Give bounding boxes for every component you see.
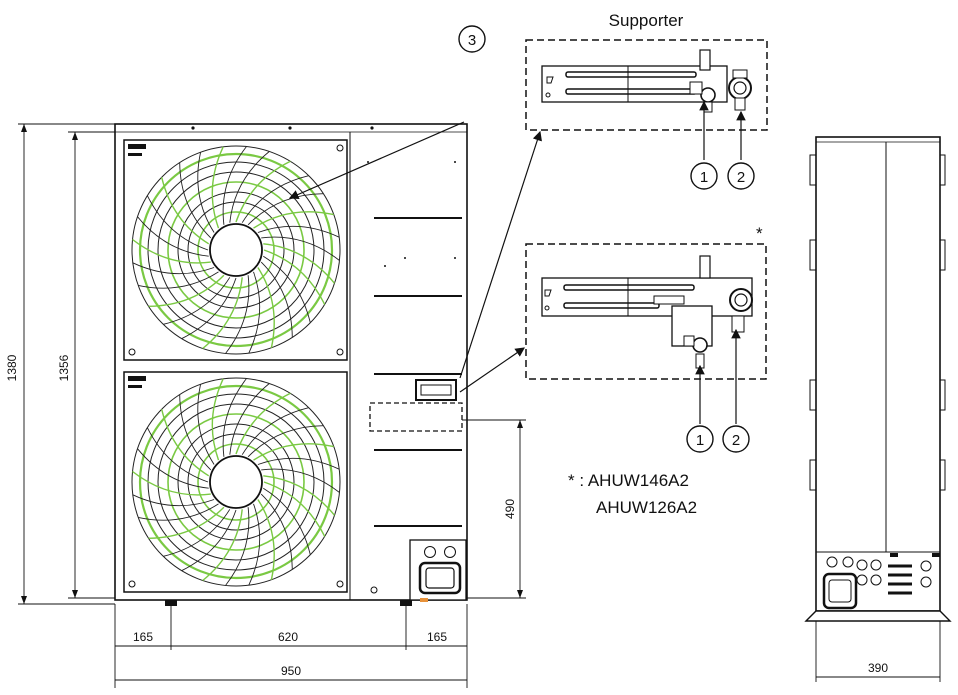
fan-blade <box>260 493 293 570</box>
fan-blade <box>229 151 270 223</box>
dim-foot-span: 620 <box>278 630 298 644</box>
pipe-access-panel <box>409 539 467 601</box>
model-note-line1: * : AHUW146A2 <box>568 471 689 490</box>
fan-blade <box>263 487 311 555</box>
callout-2-standard: 2 <box>727 162 755 190</box>
fan-blade <box>132 262 215 275</box>
fan-blade <box>202 509 243 582</box>
supporter-location-box <box>369 402 463 432</box>
fan-blade <box>263 475 336 516</box>
fan-blade <box>132 470 211 496</box>
model-note-line2: AHUW126A2 <box>596 498 697 517</box>
fan-blade <box>132 494 215 507</box>
dim-foot-height: 490 <box>503 499 517 519</box>
dim-right-offset: 165 <box>427 630 447 644</box>
fan-blade <box>137 216 209 257</box>
fan-blade <box>163 509 231 557</box>
fan-blade <box>263 481 326 537</box>
fan-blade <box>260 261 293 338</box>
dim-left-offset: 165 <box>133 630 153 644</box>
fan-blade <box>138 271 219 289</box>
callout-1-alternate: 1 <box>686 425 714 453</box>
fan-blade <box>263 243 336 284</box>
detail-arrows <box>288 100 746 424</box>
fan-blade <box>257 267 275 348</box>
fan-blades <box>132 146 340 586</box>
dim-body-height: 1356 <box>57 354 71 381</box>
fan-blade <box>181 277 237 340</box>
fan-blade <box>235 392 291 455</box>
fan-blade <box>235 160 291 223</box>
fan-blade <box>229 383 270 455</box>
fan-blade <box>148 274 225 307</box>
fan-blade <box>222 146 247 225</box>
fan-blade <box>161 177 210 245</box>
fan-blade <box>179 394 212 471</box>
fan-blade <box>247 193 324 226</box>
fan-blade <box>263 255 311 323</box>
fan-blade <box>257 225 340 238</box>
dim-depth: 390 <box>868 661 888 675</box>
fan-blade <box>253 443 334 461</box>
fan-blade <box>248 271 261 354</box>
fan-blade <box>148 506 225 539</box>
fan-blade <box>261 468 340 493</box>
supporter-detail-alternate <box>525 243 767 380</box>
fan-blade <box>146 195 209 251</box>
fan-blade <box>197 384 215 465</box>
callout-1-alt-label: 1 <box>696 432 704 449</box>
fan-blade <box>181 509 237 572</box>
dimension-lines <box>18 123 941 688</box>
callout-3-label: 3 <box>468 32 476 49</box>
fan-blade <box>197 152 215 233</box>
callout-1-label: 1 <box>700 169 708 186</box>
fan-blade <box>222 378 247 457</box>
fan-blade <box>257 457 340 470</box>
fan-blade <box>241 175 309 223</box>
fan-blade <box>225 507 250 586</box>
callout-1-standard: 1 <box>690 162 718 190</box>
fan-blade <box>211 378 224 461</box>
fan-blade <box>138 503 219 521</box>
fan-blade <box>202 277 243 350</box>
side-view-unit <box>804 136 952 622</box>
callout-2-alt-label: 2 <box>732 432 740 449</box>
fan-blade <box>263 249 326 305</box>
callout-2-alternate: 2 <box>722 425 750 453</box>
fan-blade <box>163 277 231 325</box>
fan-blade <box>241 407 309 455</box>
fan-blade <box>179 162 212 239</box>
supporter-title: Supporter <box>609 11 684 30</box>
dim-total-width: 950 <box>281 664 301 678</box>
fan-blade <box>261 236 340 261</box>
dim-total-height: 1380 <box>5 354 19 381</box>
asterisk-mark: * <box>756 224 763 243</box>
upper-fan-guard <box>123 139 348 361</box>
fan-blade <box>146 427 209 483</box>
fan-blade <box>137 448 209 489</box>
fan-blade <box>132 238 211 264</box>
fan-blade <box>253 211 334 229</box>
fan-blade <box>247 425 324 458</box>
front-view-unit <box>114 123 468 606</box>
callout-2-label: 2 <box>737 169 745 186</box>
fan-blade <box>211 146 224 229</box>
lower-fan-guard <box>123 371 348 593</box>
supporter-detail-standard <box>525 39 768 131</box>
fan-blade <box>161 409 210 477</box>
callout-3: 3 <box>458 25 486 53</box>
fan-blade <box>257 499 275 580</box>
fan-blade <box>248 503 261 586</box>
side-panel-louvers <box>374 217 462 527</box>
fan-blade <box>225 275 250 354</box>
